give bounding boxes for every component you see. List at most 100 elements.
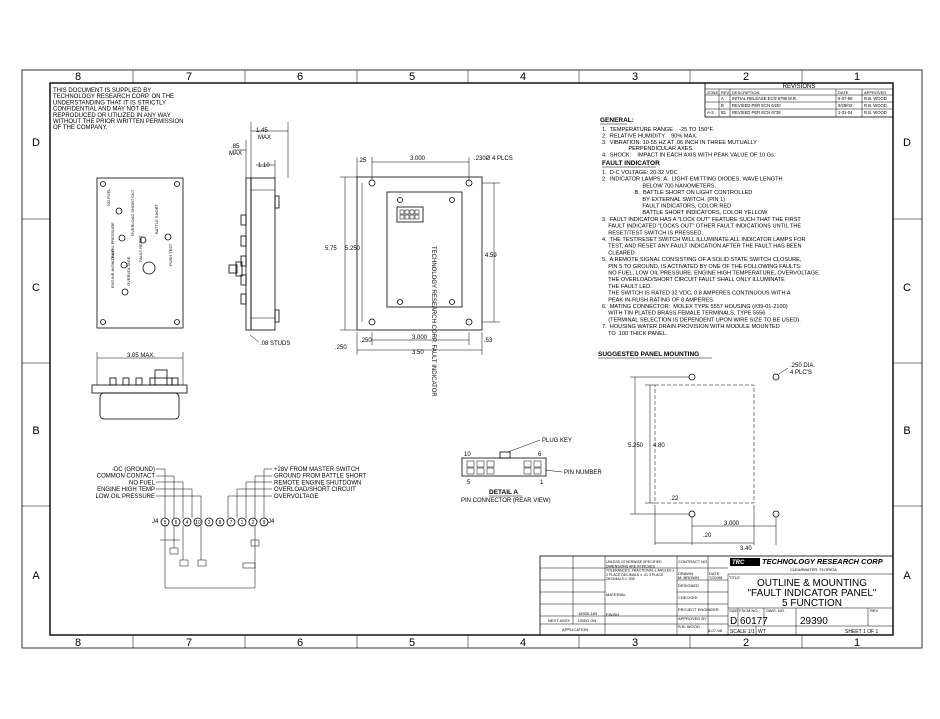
bottom-dim: 3.05 MAX. <box>127 353 155 359</box>
part-no: 18330-183 <box>578 611 598 616</box>
wire-pin-label-0: 5 <box>164 520 167 526</box>
front-label-3: LOW OIL PRESSURE <box>110 222 115 262</box>
fault-item: THE FAULT LED. <box>602 284 652 290</box>
rev-cell-2-1: B1 <box>721 110 727 115</box>
wt-label: WT <box>758 629 766 635</box>
wire-pin <box>171 517 181 527</box>
zone-bottom-8: 8 <box>75 637 81 649</box>
rear-dim-5: 4.59 <box>485 253 497 259</box>
zone-bottom-6: 6 <box>297 637 303 649</box>
pm-dim-2: .22 <box>670 496 679 502</box>
zone-top-4: 4 <box>520 71 526 83</box>
rear-view: TECHNOLOGY RESEARCH CORP. FAULT INDICATO… <box>325 156 513 397</box>
zone-right-B: B <box>903 425 910 437</box>
general-heading: GENERAL: <box>600 117 634 124</box>
wire-pin-label-3: 10 <box>195 520 201 526</box>
rev-cell-2-3: 1-31-04 <box>838 110 853 115</box>
approved-date: 8-07-98 <box>708 628 723 633</box>
rev-cell-0-1: A <box>721 96 724 101</box>
rev-header-1: REV <box>721 90 730 95</box>
proj-eng-label: PROJECT ENGINEER <box>678 607 719 612</box>
finish-label: FINISH <box>606 612 619 617</box>
zone-bottom-3: 3 <box>632 637 638 649</box>
wire-left-label-3: ENGINE HIGH TEMP <box>97 487 155 493</box>
wire-right-label-1: GROUND FROM BATTLE SHORT <box>274 474 367 480</box>
designed-label: DESIGNED <box>678 583 699 588</box>
rear-dim-9: .53 <box>484 338 493 344</box>
wire-pin <box>237 517 247 527</box>
detail-title: DETAIL A <box>489 489 518 496</box>
wire-right-label-0: +28V FROM MASTER SWITCH <box>274 467 360 473</box>
wire-left-label-4: LOW OIL PRESSURE <box>96 494 155 500</box>
rear-dim-1: 3.000 <box>410 156 426 162</box>
fault-item: 2. INDICATOR LAMPS: A. LIGHT EMITTING DI… <box>602 177 783 183</box>
pm-dim-3: 3.000 <box>724 521 740 527</box>
general-item: 4. SHOCK: IMPACT IN EACH AXIS WITH PEAK … <box>602 153 776 159</box>
general-item: 3. VIBRATION: 10-55 HZ AT .06 INCH IN TH… <box>602 140 757 146</box>
front-label-5: PUSH TEST <box>168 243 173 266</box>
panel-mounting: SUGGESTED PANEL MOUNTING .250 DIA.4 PLC'… <box>598 351 815 552</box>
fault-item: BY EXTERNAL SWITCH, (PIN 1) <box>602 197 725 203</box>
zone-top-3: 3 <box>632 71 638 83</box>
wire-right-label-3: OVERLOAD/SHORT CIRCUIT <box>274 487 356 493</box>
connector-detail: PLUG KEY PIN NUMBER 10 6 5 1 DETAIL A PI… <box>461 438 602 504</box>
fault-item: 1. D-C VOLTAGE: 20-32 VDC . <box>602 170 681 176</box>
rear-dim-10: 3.50 <box>412 350 424 356</box>
wire-pin <box>215 517 225 527</box>
wire-pin-label-9: 9 <box>263 520 266 526</box>
approved-label: APPROVED BY <box>678 616 707 621</box>
zone-left-C: C <box>32 282 40 294</box>
pin-10: 10 <box>464 452 471 458</box>
fault-item: 7. HOUSING WATER DRAIN PROVISION WITH MO… <box>602 324 780 330</box>
fault-item: WITH TIN PLATED BRASS FEMALE TERMINALS, … <box>602 311 765 317</box>
wire-right-label-4: OVERVOLTAGE <box>274 494 318 500</box>
zone-right-D: D <box>903 137 911 149</box>
wire-pin <box>226 517 236 527</box>
front-label-0: NO FUEL <box>106 188 111 206</box>
fault-item: BELOW 700 NANOMETERS. <box>602 183 717 189</box>
wire-pin <box>193 517 203 527</box>
general-item: 2. RELATIVE HUMIDITY 90% MAX. <box>602 133 698 139</box>
wire-pin <box>204 517 214 527</box>
zone-top-6: 6 <box>297 71 303 83</box>
zone-top-2: 2 <box>743 71 749 83</box>
pm-dim-0: 5.250 <box>628 443 644 449</box>
zone-top-8: 8 <box>75 71 81 83</box>
wire-pin <box>259 517 269 527</box>
fault-item: TEST, AND RESET ANY FAULT INDICATION AFT… <box>602 244 802 250</box>
general-item: PERPENDICULAR AXES. <box>602 146 694 152</box>
zone-bottom-2: 2 <box>743 637 749 649</box>
title-label: TITLE <box>729 575 740 580</box>
fault-item: 6. MATING CONNECTOR: MOLEX TYPE 5557 HOU… <box>602 304 788 310</box>
wire-pin-label-6: 7 <box>230 520 233 526</box>
rear-label: TECHNOLOGY RESEARCH CORP. FAULT INDICATO… <box>430 246 436 397</box>
pin-6: 6 <box>538 452 542 458</box>
general-notes: GENERAL:1. TEMPERATURE RANGE -25 TO 150°… <box>600 117 776 159</box>
hole-note: .250 DIA.4 PLC'S <box>790 363 815 376</box>
fscm-label: FSCM NO. <box>739 608 759 613</box>
fault-item: TO .100 THICK PANEL. <box>602 331 668 337</box>
wire-pin-label-5: 8 <box>219 520 222 526</box>
wire-left-label-2: NO FUEL <box>129 480 156 486</box>
rear-dim-7: .250 <box>360 338 372 344</box>
fault-item: NO FUEL, LOW OIL PRESSURE, ENGINE HIGH T… <box>602 271 821 277</box>
material-label: MATERIAL <box>606 592 626 597</box>
rear-dim-8: 3.000 <box>412 335 428 341</box>
rev-cell-1-1: B <box>721 103 724 108</box>
pm-dim-5: 3.40 <box>740 546 752 552</box>
rev-cell-0-3: 8-07-98 <box>838 96 853 101</box>
pm-dim-1: 4.80 <box>653 443 665 449</box>
fault-item: 3. FAULT INDICATOR HAS A "LOCK OUT" FEAT… <box>602 217 801 223</box>
used-on: USED ON <box>578 618 596 623</box>
next-assy: NEXT ASSY <box>548 618 570 623</box>
inner-border <box>49 82 894 636</box>
fault-item: PEAK IN-RUSH RATING OF 8 AMPERES. <box>602 297 715 303</box>
zone-top-7: 7 <box>186 71 192 83</box>
title-line-3: 5 FUNCTION <box>782 598 842 609</box>
size-label: SIZE <box>729 608 738 613</box>
fault-item: FAULT INDICATED "LOCKS OUT" OTHER FAULT … <box>602 224 801 230</box>
